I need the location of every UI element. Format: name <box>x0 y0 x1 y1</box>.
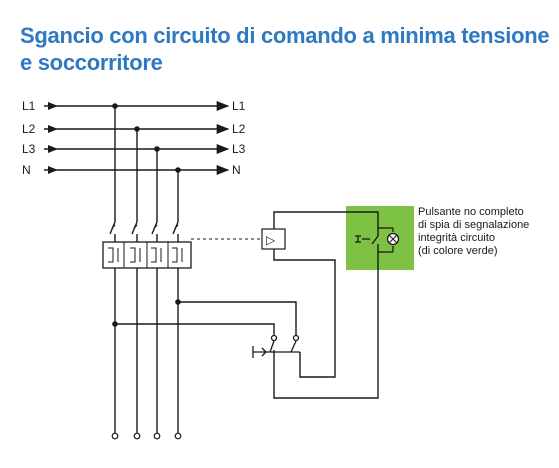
control-wiring <box>115 211 379 399</box>
bus-label-n-left: N <box>22 163 31 177</box>
lamp-icon <box>386 232 400 246</box>
callout-line-1: Pulsante no completo <box>418 206 524 218</box>
drop-wires <box>114 106 179 222</box>
diagram-title: Sgancio con circuito di comando a minima… <box>20 22 550 76</box>
bus-label-l3-right: L3 <box>232 142 246 156</box>
arrow-right-icon <box>48 102 58 110</box>
breaker-contacts <box>109 221 179 235</box>
arrow-right-icon <box>48 166 58 174</box>
bus-label-l2-right: L2 <box>232 122 246 136</box>
terminal-circles <box>111 432 182 440</box>
release-symbol: ▷ <box>266 233 276 247</box>
bus-lines <box>44 100 230 176</box>
outgoing-wires <box>114 268 179 433</box>
arrow-right-icon <box>48 145 58 153</box>
callout-text: Pulsante no completo di spia di segnalaz… <box>418 206 529 257</box>
bus-junction-dots <box>112 103 181 173</box>
callout-line-4: (di colore verde) <box>418 245 497 257</box>
arrow-right-icon <box>48 125 58 133</box>
push-button-icon <box>252 334 300 358</box>
bus-label-l1-left: L1 <box>22 99 36 113</box>
bus-label-l1-right: L1 <box>232 99 246 113</box>
title-line-2: e soccorritore <box>20 50 163 75</box>
bus-input-arrows <box>48 102 58 174</box>
green-indicator-box <box>346 206 414 270</box>
title-line-1: Sgancio con circuito di comando a minima… <box>20 23 550 48</box>
bus-label-l3-left: L3 <box>22 142 36 156</box>
bus-label-l2-left: L2 <box>22 122 36 136</box>
callout-line-3: integrità circuito <box>418 232 495 244</box>
breaker-block <box>102 234 192 269</box>
indicator-internals <box>355 227 394 253</box>
callout-line-2: di spia di segnalazione <box>418 219 529 231</box>
bus-label-n-right: N <box>232 163 241 177</box>
control-junction-dots <box>112 299 181 327</box>
